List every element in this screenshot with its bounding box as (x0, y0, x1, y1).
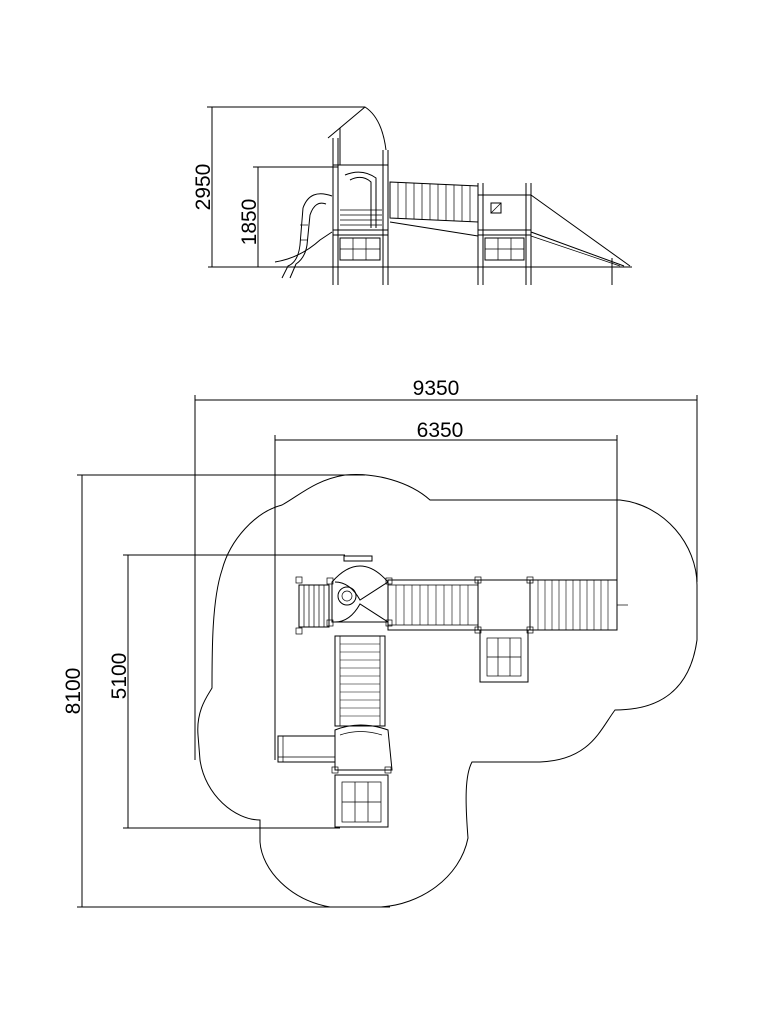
bottom-tower-plan (331, 724, 393, 828)
dimension-label-5100: 5100 (108, 653, 131, 700)
spiral-slide (274, 193, 333, 279)
dimension-1850: 1850 (238, 166, 338, 267)
ladder-plan (295, 576, 330, 635)
climbing-ramp (530, 194, 631, 285)
dimension-label-9350: 9350 (413, 377, 460, 400)
dimension-2950: 2950 (192, 106, 365, 267)
bridge-plan (387, 579, 479, 631)
second-tower (477, 183, 532, 285)
safety-area-outline (197, 473, 698, 908)
dimension-label-8100: 8100 (62, 668, 85, 715)
second-tower-plan (474, 576, 534, 683)
vertical-bridge-plan (334, 635, 386, 727)
dimension-label-2950: 2950 (192, 164, 215, 211)
dimension-9350: 9350 (194, 377, 698, 760)
landing-plan (277, 735, 336, 763)
main-tower-plan (326, 555, 393, 627)
ramp-plan (529, 579, 628, 631)
main-tower (327, 106, 389, 285)
dimension-label-1850: 1850 (238, 199, 261, 246)
elevation-view: 2950 1850 (192, 106, 632, 285)
dimension-6350: 6350 (274, 419, 618, 760)
dimension-label-6350: 6350 (417, 419, 464, 442)
tube-bridge (389, 181, 479, 237)
plan-view: 9350 6350 8100 5100 (62, 377, 698, 908)
dimension-5100: 5100 (108, 554, 345, 829)
